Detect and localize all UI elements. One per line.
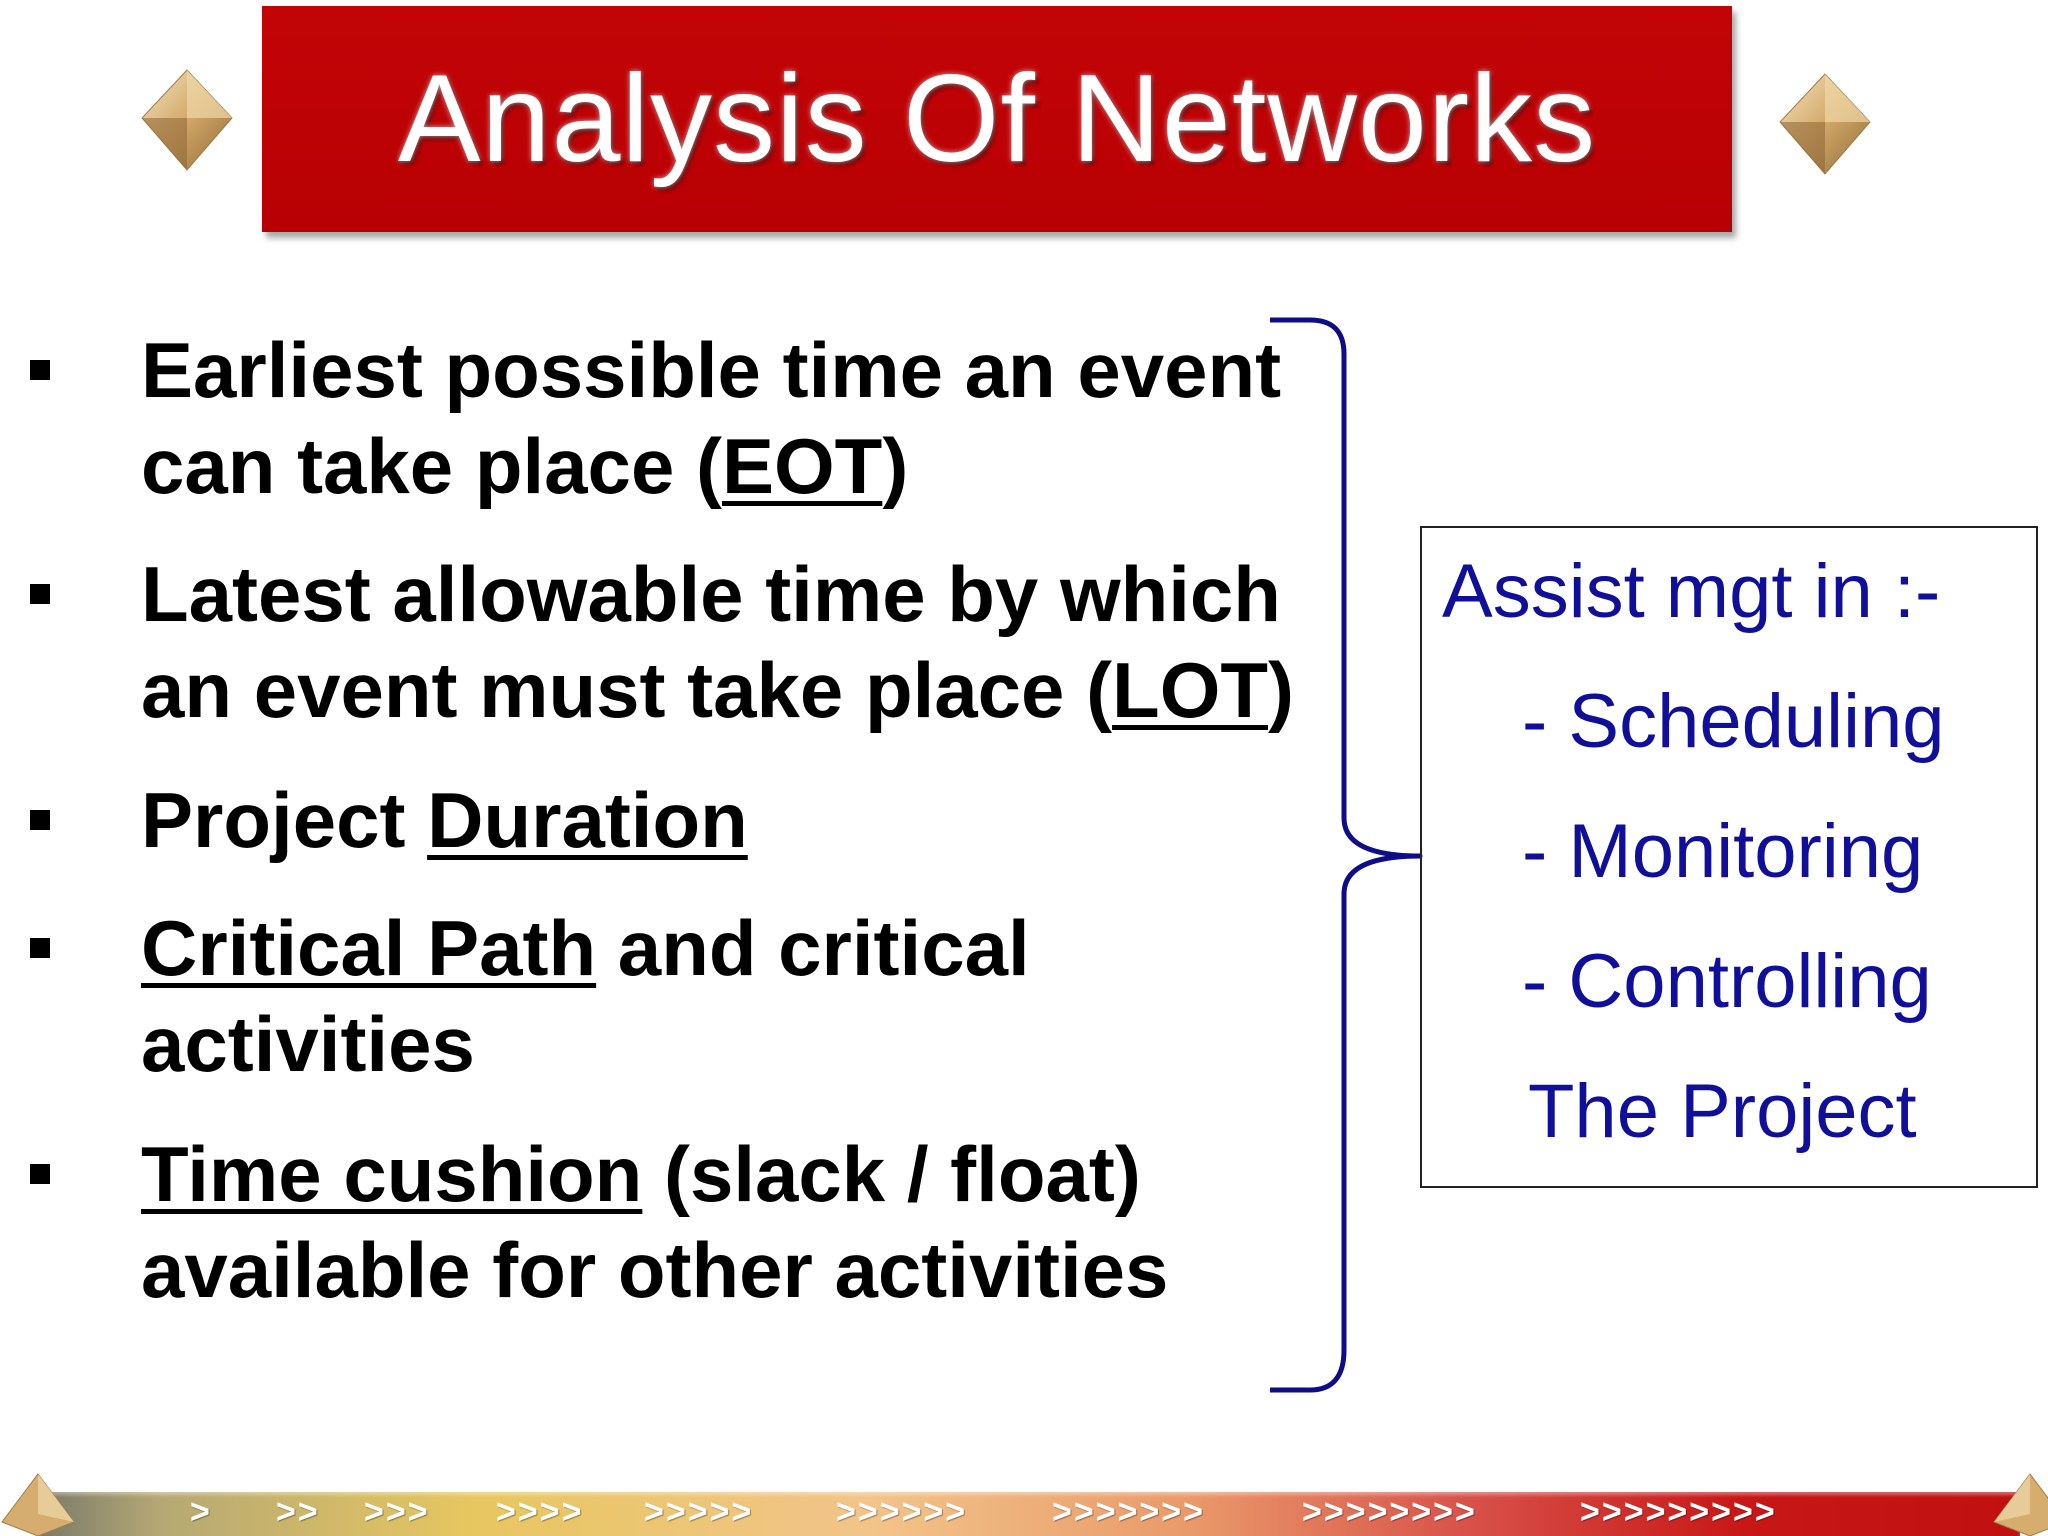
diamond-bottom-right-icon — [1993, 1473, 2048, 1536]
bullet-square-icon — [30, 810, 50, 830]
slide-title: Analysis Of Networks — [397, 50, 1597, 188]
bullet-segment: available for other activities — [141, 1226, 1169, 1314]
bullet-keyword: EOT — [721, 422, 883, 510]
bullet-line: an event must take place (LOT) — [141, 642, 1341, 738]
bullet-line: Earliest possible time an event — [141, 322, 1341, 418]
arrow-group: >>>> — [496, 1493, 584, 1531]
bullet-segment: (slack / float) — [642, 1130, 1141, 1218]
bullet-keyword: Duration — [427, 776, 748, 864]
bullet-line: available for other activities — [141, 1222, 1341, 1318]
arrow-group: >> — [276, 1493, 320, 1531]
assist-footer: The Project — [1528, 1069, 1917, 1154]
diamond-left-icon — [141, 69, 233, 171]
bullet-line: activities — [141, 996, 1341, 1092]
bullet-segment: Earliest possible time an event — [141, 326, 1282, 414]
assist-item-controlling: - Controlling — [1522, 939, 1932, 1024]
arrow-group: >>> — [364, 1493, 430, 1531]
bullet-line: Time cushion (slack / float) — [141, 1126, 1341, 1222]
arrow-group: >>>>>> — [836, 1493, 968, 1531]
assist-heading: Assist mgt in :- — [1442, 549, 1941, 634]
bullet-keyword: LOT — [1112, 646, 1269, 734]
assist-box: Assist mgt in :- - Scheduling - Monitori… — [1420, 526, 2038, 1188]
bullet-line: Project Duration — [141, 772, 1341, 868]
arrow-group: > — [190, 1493, 212, 1531]
bullet-segment: ) — [882, 422, 909, 510]
bullet-segment: ) — [1268, 646, 1294, 734]
bullet-text: Project Duration — [141, 772, 1341, 868]
bullet-square-icon — [30, 360, 50, 380]
bullet-segment: an event must take place ( — [141, 646, 1113, 734]
bullet-segment: Latest allowable time by which — [141, 550, 1281, 638]
bottom-decorative-bar: >>>>>>>>>>>>>>>>>>>>>>>>>>>>>>>>>>>>>>>>… — [40, 1492, 2020, 1536]
bullet-line: can take place (EOT) — [141, 418, 1341, 514]
arrow-group: >>>>>>> — [1052, 1493, 1205, 1531]
assist-item-scheduling: - Scheduling — [1522, 679, 1945, 764]
bullet-segment: Project — [141, 776, 428, 864]
bullet-keyword: Critical Path — [141, 904, 597, 992]
assist-item-monitoring: - Monitoring — [1522, 809, 1924, 894]
bullet-square-icon — [30, 1164, 50, 1184]
bullet-square-icon — [30, 938, 50, 958]
bullet-line: Critical Path and critical — [141, 900, 1341, 996]
diamond-bottom-left-icon — [1, 1473, 75, 1536]
bullet-segment: and critical — [596, 904, 1030, 992]
bullet-keyword: Time cushion — [141, 1130, 643, 1218]
bullet-line: Latest allowable time by which — [141, 546, 1341, 642]
bullet-segment: can take place ( — [141, 422, 722, 510]
diamond-right-icon — [1779, 73, 1871, 175]
bullet-segment: activities — [141, 1000, 475, 1088]
curly-brace-icon — [1270, 317, 1423, 1393]
arrow-group: >>>>>>>>> — [1580, 1493, 1777, 1531]
arrow-group: >>>>>>>> — [1302, 1493, 1477, 1531]
arrow-group: >>>>> — [644, 1493, 754, 1531]
bullet-text: Time cushion (slack / float)available fo… — [141, 1126, 1341, 1318]
bullet-square-icon — [30, 584, 50, 604]
title-banner: Analysis Of Networks — [262, 6, 1732, 232]
